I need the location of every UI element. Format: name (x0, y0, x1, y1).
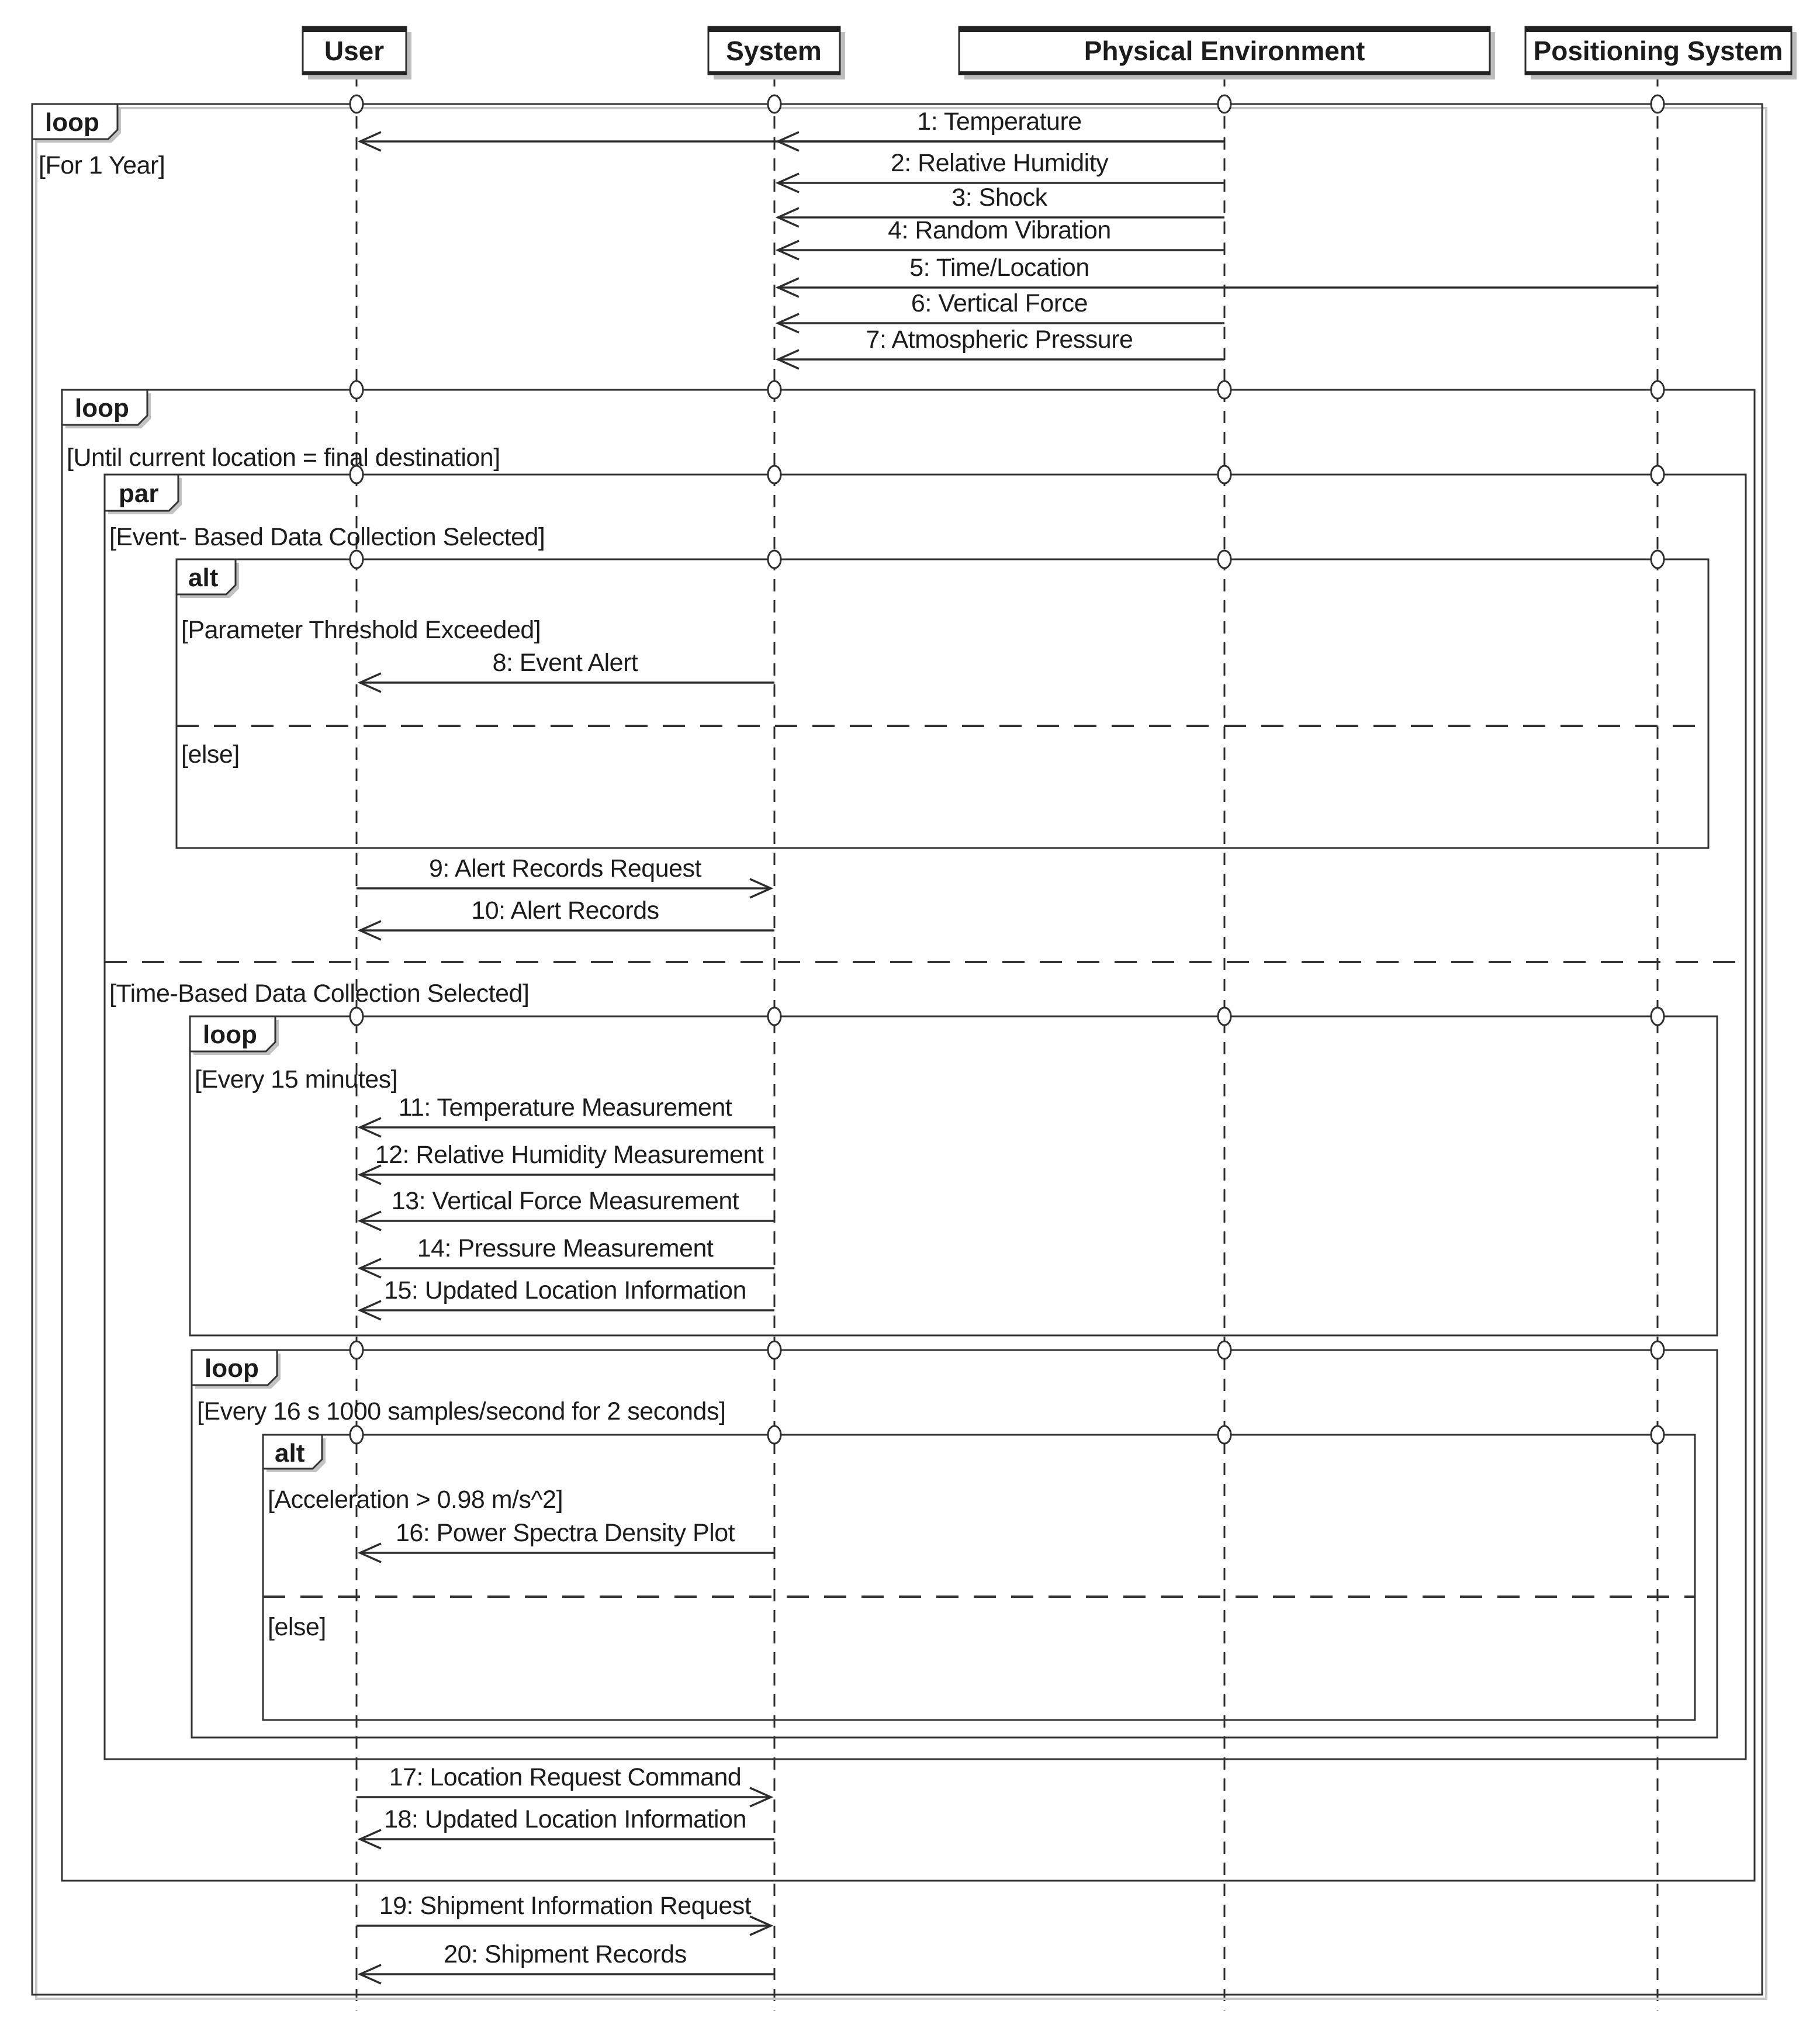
fragment-interval-loop-guard: [Every 15 minutes] (195, 1065, 397, 1093)
fragment-acceleration-alt-else: [else] (268, 1613, 326, 1641)
fragment-journey-loop-tab (61, 389, 148, 426)
lifeline-node (1650, 549, 1665, 569)
actor-label-system: System (726, 36, 822, 66)
message-label-20: 20: Shipment Records (444, 1940, 686, 1968)
message-label-2: 2: Relative Humidity (891, 149, 1109, 177)
fragment-acceleration-alt-tab (262, 1434, 323, 1470)
message-label-10: 10: Alert Records (471, 897, 659, 925)
lifeline-node (1217, 1006, 1232, 1026)
fragment-outer-loop-operator: loop (45, 108, 99, 137)
fragment-alert-alt-else: [else] (181, 740, 240, 769)
fragment-vibration-loop-operator: loop (205, 1354, 259, 1383)
fragment-outer-loop-guard: [For 1 Year] (39, 151, 165, 179)
message-label-11: 11: Temperature Measurement (399, 1093, 732, 1122)
message-label-4: 4: Random Vibration (888, 216, 1111, 244)
message-label-8: 8: Event Alert (493, 649, 638, 677)
lifeline-node (349, 549, 364, 569)
message-label-14: 14: Pressure Measurement (417, 1234, 714, 1262)
message-label-17: 17: Location Request Command (389, 1763, 742, 1791)
fragment-par-operator: par (119, 479, 158, 508)
fragment-journey-loop (61, 389, 1756, 1882)
message-label-18: 18: Updated Location Information (384, 1805, 746, 1833)
lifeline-node (767, 94, 782, 114)
lifeline-node (1650, 1340, 1665, 1360)
actor-header-row: User System Physical Environment Positio… (302, 26, 1797, 79)
fragment-outer-loop (31, 103, 1763, 1996)
actor-label-physical-environment: Physical Environment (1084, 36, 1365, 66)
lifeline-node (1650, 465, 1665, 484)
lifeline-node (767, 380, 782, 400)
message-label-9: 9: Alert Records Request (429, 854, 702, 882)
fragment-interval-loop (189, 1015, 1718, 1337)
fragment-interval-loop-tab (189, 1015, 276, 1053)
message-label-16: 16: Power Spectra Density Plot (396, 1519, 735, 1547)
fragment-outer-loop-shadow (35, 107, 1767, 2000)
message-label-15: 15: Updated Location Information (384, 1276, 746, 1304)
lifeline-node (767, 1006, 782, 1026)
fragment-vibration-loop-tab (191, 1349, 278, 1386)
fragment-alert-alt-operator: alt (188, 563, 219, 592)
fragment-acceleration-alt-guard: [Acceleration > 0.98 m/s^2] (268, 1486, 563, 1514)
actor-label-positioning-system: Positioning System (1534, 36, 1783, 66)
lifeline-node (767, 549, 782, 569)
lifeline-node (767, 1425, 782, 1445)
lifeline-node (1217, 380, 1232, 400)
fragment-acceleration-alt-operator: alt (275, 1439, 305, 1468)
message-arrows: 1: Temperature 2: Relative Humidity 3: S… (357, 108, 1658, 1974)
fragment-vibration-loop (191, 1349, 1718, 1739)
fragment-alert-alt-guard: [Parameter Threshold Exceeded] (181, 616, 541, 644)
fragment-alert-alt-tab (175, 558, 237, 596)
message-label-19: 19: Shipment Information Request (379, 1892, 752, 1920)
lifeline-node (1650, 380, 1665, 400)
lifeline-node (767, 465, 782, 484)
fragments: loop [For 1 Year] loop [Until current lo… (31, 103, 1767, 2000)
fragment-journey-loop-operator: loop (75, 394, 129, 423)
message-label-1: 1: Temperature (917, 108, 1081, 136)
message-label-5: 5: Time/Location (909, 254, 1089, 282)
lifeline-node (1650, 94, 1665, 114)
actor-box-system (707, 26, 841, 75)
fragment-journey-loop-guard: [Until current location = final destinat… (67, 444, 500, 472)
actor-label-user: User (324, 36, 384, 66)
lifeline-node (349, 1340, 364, 1360)
fragment-acceleration-alt (262, 1434, 1696, 1721)
lifeline-node (1217, 94, 1232, 114)
fragment-outer-loop-tab (31, 103, 119, 140)
lifeline-node (349, 380, 364, 400)
lifeline-node (1217, 549, 1232, 569)
fragment-par-guard-time: [Time-Based Data Collection Selected] (109, 980, 529, 1008)
lifeline-node (1217, 1340, 1232, 1360)
message-label-7: 7: Atmospheric Pressure (866, 326, 1133, 354)
lifeline-node (349, 94, 364, 114)
fragment-par-tab (103, 473, 179, 512)
fragment-interval-loop-operator: loop (203, 1020, 257, 1049)
lifeline-node (767, 1340, 782, 1360)
fragment-alert-alt (175, 558, 1710, 849)
fragment-par (103, 473, 1747, 1760)
lifeline-node (349, 465, 364, 484)
fragment-par-guard-event: [Event- Based Data Collection Selected] (109, 523, 545, 551)
fragment-vibration-loop-guard: [Every 16 s 1000 samples/second for 2 se… (197, 1397, 725, 1425)
message-label-12: 12: Relative Humidity Measurement (375, 1141, 764, 1169)
lifeline-node (1650, 1425, 1665, 1445)
lifeline-node (1650, 1006, 1665, 1026)
lifeline-node (349, 1006, 364, 1026)
message-label-6: 6: Vertical Force (911, 289, 1088, 317)
lifeline-node (1217, 465, 1232, 484)
message-label-3: 3: Shock (951, 184, 1047, 212)
lifeline-node (1217, 1425, 1232, 1445)
lifeline-node (349, 1425, 364, 1445)
lifeline-nodes (349, 94, 1665, 1445)
message-label-13: 13: Vertical Force Measurement (392, 1187, 739, 1215)
